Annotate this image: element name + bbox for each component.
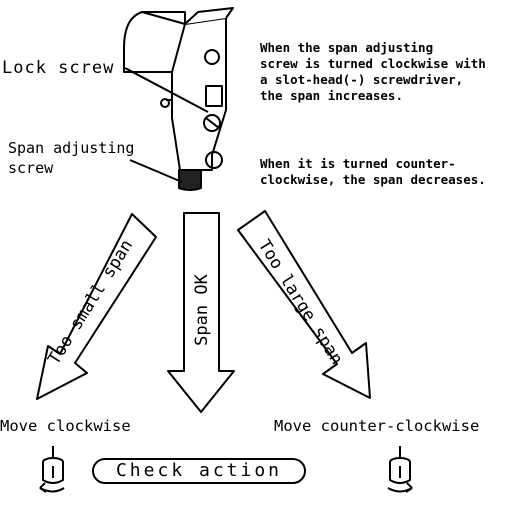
span-adjusting-label-line2: screw xyxy=(8,159,54,177)
move-counter-clockwise-label: Move counter-clockwise xyxy=(274,417,480,435)
counter-clockwise-knob-icon xyxy=(387,446,413,493)
lock-screw-label: Lock screw xyxy=(2,58,115,78)
too-large-span-label: Too large span xyxy=(254,236,347,368)
move-clockwise-label: Move clockwise xyxy=(0,417,131,435)
check-action-label: Check action xyxy=(115,460,283,481)
too-small-span-arrow xyxy=(36,213,157,400)
increase-note: When the span adjusting screw is turned … xyxy=(260,40,486,103)
span-ok-arrow xyxy=(167,212,235,413)
too-small-span-label: Too small span xyxy=(44,236,137,368)
span-adjusting-label-line1: Span adjusting xyxy=(8,139,135,157)
check-action-badge: Check action xyxy=(92,458,306,484)
too-large-span-arrow xyxy=(237,210,371,399)
decrease-note: When it is turned counter- clockwise, th… xyxy=(260,156,486,187)
span-ok-label: Span OK xyxy=(192,273,212,345)
lock-screw-leader xyxy=(124,67,209,113)
sensor-device-icon xyxy=(123,7,234,191)
clockwise-knob-icon xyxy=(39,446,65,493)
span-screw-leader xyxy=(129,159,183,183)
